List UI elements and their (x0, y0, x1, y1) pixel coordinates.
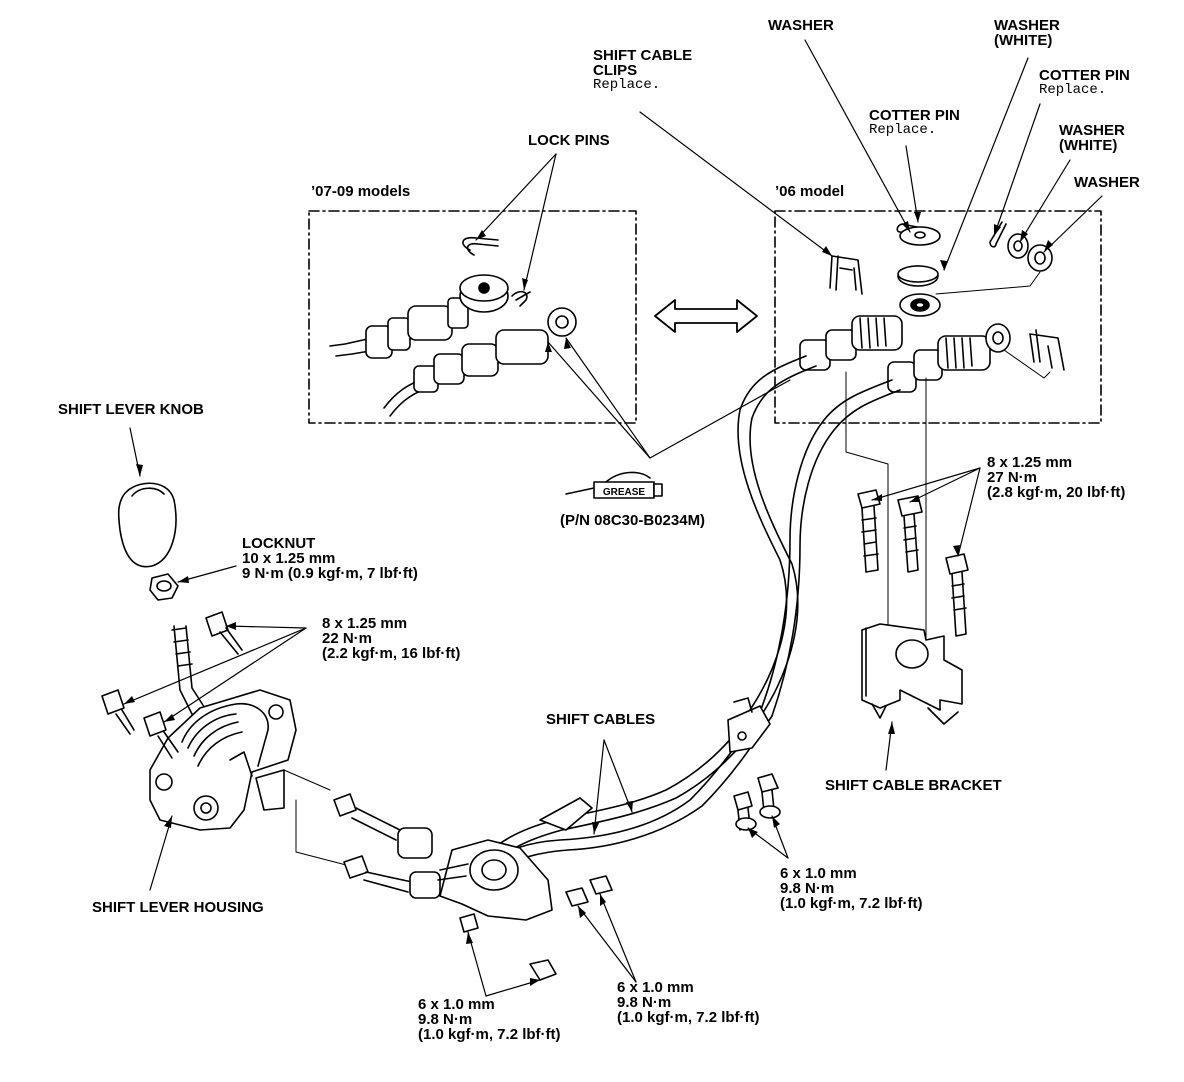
grease-tube-label: GREASE (603, 487, 646, 498)
shift-lever-knob-label: SHIFT LEVER KNOB (58, 401, 204, 418)
lock-pins-label: LOCK PINS (528, 132, 610, 149)
nut-spec-center: 6 x 1.0 mm 9.8 N·m (1.0 kgf·m, 7.2 lbf·f… (617, 979, 760, 1026)
models-07-09-box (308, 210, 637, 424)
interchange-arrow (654, 299, 758, 333)
model-06-label: ’06 model (775, 183, 845, 200)
shift-lever-assembly (101, 482, 351, 867)
bracket-bolt-spec: 8 x 1.25 mm 27 N·m (2.8 kgf·m, 20 lbf·ft… (987, 454, 1126, 501)
models-07-09-label: ’07-09 models (311, 183, 411, 200)
grease-tube-icon (565, 471, 663, 499)
leader-arrowheads (124, 212, 1053, 986)
model-06-parts (799, 221, 1065, 393)
shift-cable-clips-label: SHIFT CABLE CLIPS Replace. (593, 47, 693, 93)
cable-bolt-spec: 6 x 1.0 mm 9.8 N·m (1.0 kgf·m, 7.2 lbf·f… (780, 865, 923, 912)
cotter-pin-label-mid: COTTER PIN Replace. (869, 107, 960, 138)
shift-cable-bracket-label: SHIFT CABLE BRACKET (825, 777, 1002, 794)
locknut-spec: LOCKNUT 10 x 1.25 mm 9 N·m (0.9 kgf·m, 7… (242, 535, 418, 582)
nut-spec-bottom: 6 x 1.0 mm 9.8 N·m (1.0 kgf·m, 7.2 lbf·f… (418, 996, 561, 1043)
cotter-pin-label-right: COTTER PIN Replace. (1039, 67, 1130, 98)
washer-white-label-top: WASHER (WHITE) (994, 17, 1060, 49)
models-07-09-cables (329, 236, 577, 417)
shift-lever-housing-label: SHIFT LEVER HOUSING (92, 899, 264, 916)
washer-white-label-mid: WASHER (WHITE) (1059, 122, 1125, 154)
washer-label-left: WASHER (768, 17, 834, 34)
shift-cables-label: SHIFT CABLES (546, 711, 656, 728)
lower-cable-bracket (333, 773, 781, 981)
shift-cable-bracket-art (845, 371, 969, 725)
model-06-box (774, 210, 1102, 424)
grease-part-number: (P/N 08C30-B0234M) (560, 512, 706, 529)
housing-bolt-spec: 8 x 1.25 mm 22 N·m (2.2 kgf·m, 16 lbf·ft… (322, 615, 461, 662)
washer-label-right: WASHER (1074, 174, 1140, 191)
